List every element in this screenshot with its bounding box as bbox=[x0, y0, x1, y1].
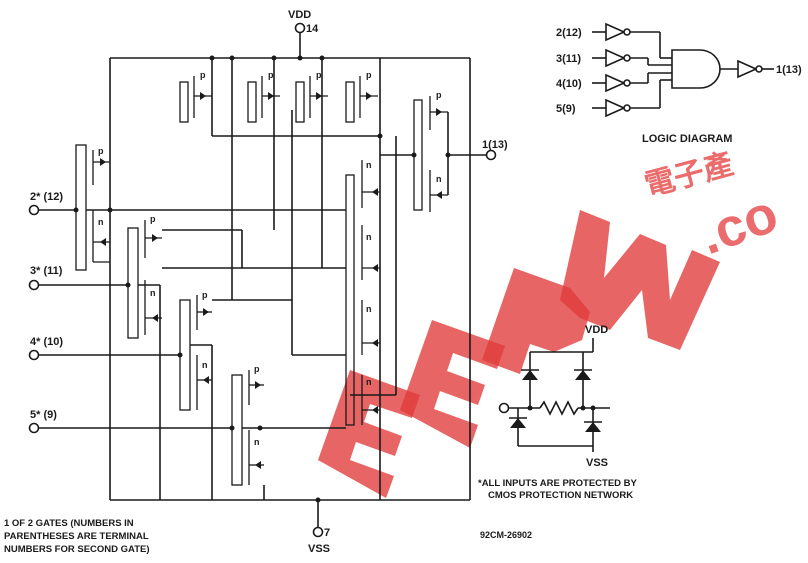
input-4-terminal bbox=[28, 349, 40, 361]
logic-input-inverters bbox=[592, 22, 672, 118]
logic-input-5-label: 5(9) bbox=[556, 103, 576, 115]
logic-diagram-title: LOGIC DIAGRAM bbox=[642, 133, 732, 145]
protection-diode bbox=[585, 422, 601, 432]
series-n-stack bbox=[345, 174, 355, 426]
p-label: p bbox=[316, 70, 322, 80]
input-4-label: 4* (10) bbox=[30, 336, 63, 348]
n-label: n bbox=[254, 437, 260, 447]
p-label: p bbox=[254, 364, 260, 374]
transistor-schematic: VDD 14 7 VSS p n bbox=[4, 9, 508, 555]
input-5-terminal bbox=[28, 422, 40, 434]
protection-vss-label: VSS bbox=[586, 457, 608, 469]
logic-input-3-label: 3(11) bbox=[556, 53, 581, 65]
protection-input-terminal bbox=[498, 402, 510, 414]
input-2-terminal bbox=[28, 204, 40, 216]
protection-resistor bbox=[539, 400, 579, 416]
logic-output-label: 1(13) bbox=[776, 64, 802, 76]
n-label: n bbox=[202, 360, 208, 370]
input-2-label: 2* (12) bbox=[30, 191, 63, 203]
eepw-watermark: .co 電子產 bbox=[318, 147, 785, 498]
p-label: p bbox=[268, 70, 274, 80]
p-label: p bbox=[436, 90, 442, 100]
input-5-label: 5* (9) bbox=[30, 409, 57, 421]
vdd-terminal bbox=[294, 22, 306, 34]
watermark-chinese: 電子產 bbox=[641, 147, 737, 203]
output-inverter-symbol bbox=[737, 59, 758, 79]
input-3-terminal bbox=[28, 279, 40, 291]
p-label: p bbox=[366, 70, 372, 80]
input2-gate-plate bbox=[75, 144, 87, 271]
p-label: p bbox=[202, 290, 208, 300]
vss-pin-number: 7 bbox=[324, 527, 330, 539]
n-label: n bbox=[366, 377, 372, 387]
protection-note-line-2: CMOS PROTECTION NETWORK bbox=[488, 490, 633, 501]
logic-input-4-label: 4(10) bbox=[556, 78, 582, 90]
protection-vdd-label: VDD bbox=[585, 324, 608, 336]
n-label: n bbox=[436, 174, 442, 184]
protection-network: VDD VSS *ALL INPUTS ARE PROTECTED BY CMO… bbox=[478, 324, 638, 501]
footnote-line-2: PARENTHESES ARE TERMINAL bbox=[4, 531, 149, 542]
footnote-line-1: 1 OF 2 GATES (NUMBERS IN bbox=[4, 518, 134, 529]
protection-diode bbox=[510, 418, 526, 428]
vdd-label: VDD bbox=[288, 9, 311, 21]
protection-note-line-1: *ALL INPUTS ARE PROTECTED BY bbox=[478, 478, 638, 489]
logic-diagram: 2(12) 3(11) 4(10) 5(9) bbox=[556, 22, 802, 145]
n-label: n bbox=[98, 217, 104, 227]
output-label: 1(13) bbox=[482, 139, 508, 151]
vss-label: VSS bbox=[308, 543, 330, 555]
protection-diode bbox=[522, 370, 538, 380]
p-label: p bbox=[98, 146, 104, 156]
footnote-line-3: NUMBERS FOR SECOND GATE) bbox=[4, 544, 150, 555]
input-3-label: 3* (11) bbox=[30, 265, 63, 277]
vss-terminal bbox=[312, 526, 324, 538]
vdd-pin-number: 14 bbox=[306, 23, 319, 35]
p-label: p bbox=[200, 70, 206, 80]
n-label: n bbox=[366, 304, 372, 314]
drawing-code: 92CM-26902 bbox=[480, 530, 532, 540]
watermark-domain: .co bbox=[692, 183, 786, 266]
protection-diode bbox=[575, 370, 591, 380]
p-label: p bbox=[150, 214, 156, 224]
output-terminal bbox=[485, 149, 497, 161]
n-label: n bbox=[366, 232, 372, 242]
n-label: n bbox=[150, 288, 156, 298]
logic-input-2-label: 2(12) bbox=[556, 27, 582, 39]
n-label: n bbox=[366, 160, 372, 170]
and-gate-symbol bbox=[671, 49, 721, 89]
